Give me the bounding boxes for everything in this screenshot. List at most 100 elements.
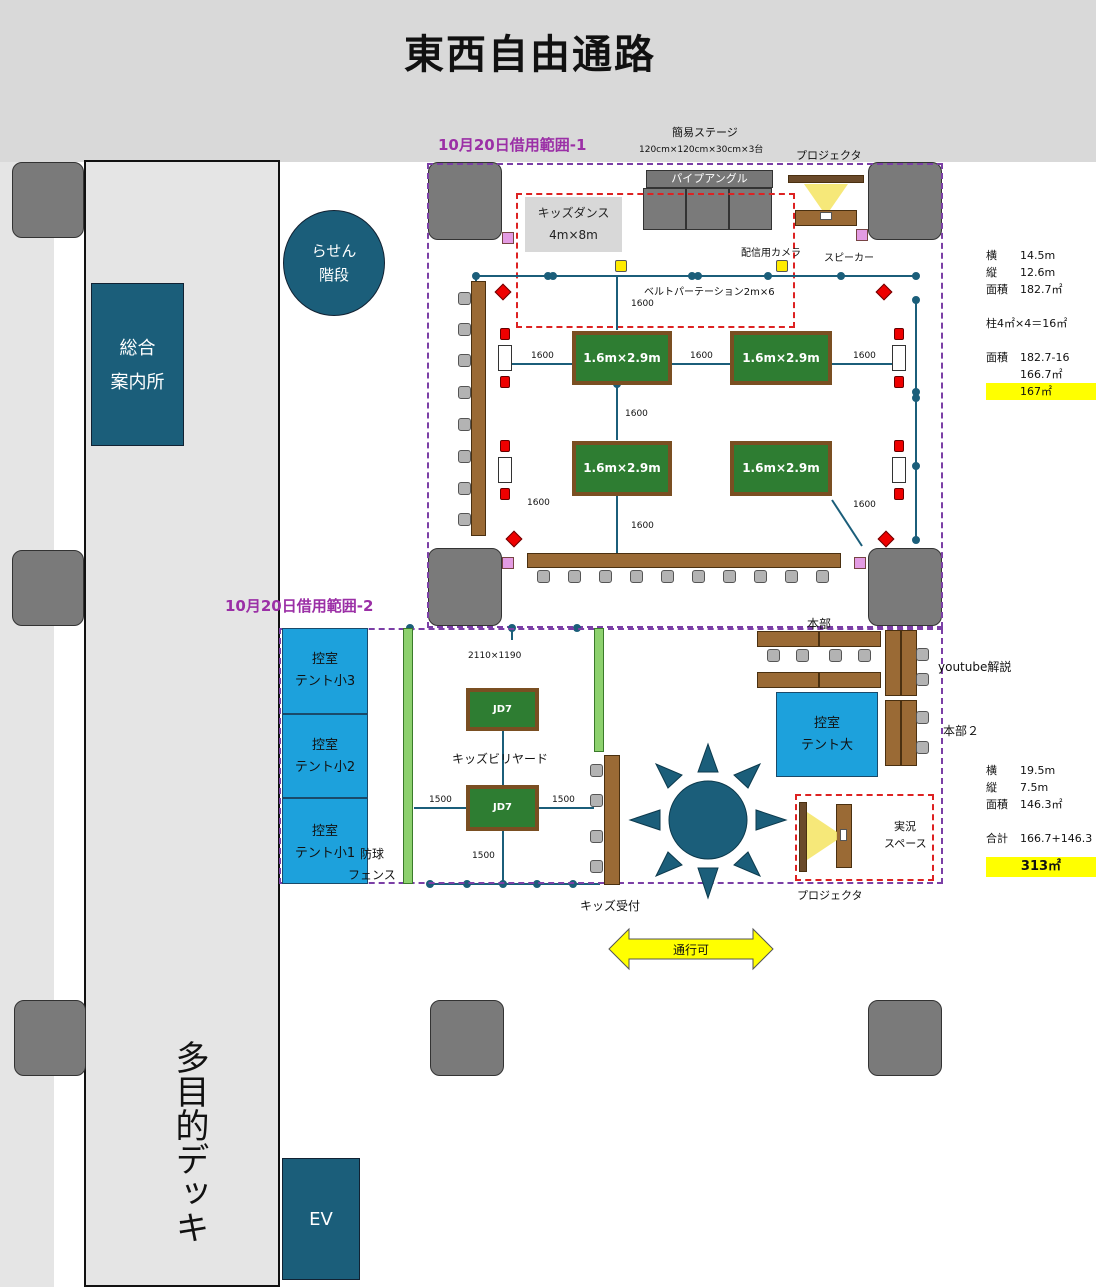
chair	[599, 570, 612, 583]
honbu-table	[757, 672, 819, 688]
chair	[590, 830, 603, 843]
pillar	[868, 162, 942, 240]
pillar	[430, 1000, 504, 1076]
chair	[458, 482, 471, 495]
tent-small-3: 控室 テント小3	[282, 628, 368, 714]
honbu-label: 本部	[807, 617, 832, 631]
kids-billiard-label: キッズビリヤード	[452, 752, 549, 766]
chair	[916, 741, 929, 754]
chair	[754, 570, 767, 583]
youtube-table	[885, 630, 901, 696]
projector-beam-bottom	[807, 812, 837, 860]
camera-marker	[776, 260, 788, 272]
game-table: 1.6m×2.9m	[730, 441, 832, 496]
player-seat	[500, 488, 510, 500]
chair	[630, 570, 643, 583]
honbu-table	[757, 631, 819, 647]
projector-bottom-label: プロジェクタ	[797, 889, 863, 902]
area2-label: 10月20日借用範囲-2	[225, 597, 374, 615]
chair	[767, 649, 780, 662]
passage-label: 通行可	[673, 943, 710, 957]
pink-marker	[854, 557, 866, 569]
dim-label: 1600	[853, 500, 876, 510]
kids-dance-title: キッズダンス	[537, 206, 610, 220]
chair	[590, 764, 603, 777]
fence-label-2: フェンス	[348, 868, 396, 882]
chair	[458, 418, 471, 431]
player-seat	[894, 328, 904, 340]
tent-small-1: 控室 テント小1	[282, 798, 368, 884]
page-title: 東西自由通路	[404, 32, 656, 78]
chair	[796, 649, 809, 662]
partition-label: ベルトパーテーション2m×6	[644, 287, 775, 298]
kids-dance-box: キッズダンス 4m×8m	[525, 197, 622, 252]
chair	[916, 711, 929, 724]
spiral-label-1: らせん	[311, 242, 357, 260]
pillar	[868, 1000, 942, 1076]
info-center: 総合 案内所	[91, 283, 184, 446]
pink-marker	[856, 229, 868, 241]
pink-marker	[502, 232, 514, 244]
stats-highlight: 313㎡	[986, 857, 1096, 877]
stage-label: 簡易ステージ	[672, 126, 738, 139]
info-label-2: 案内所	[110, 372, 165, 393]
camera-label: 配信用カメラ	[741, 248, 801, 259]
side-table	[471, 281, 486, 536]
dim-label: 1500	[552, 795, 575, 805]
player-station	[892, 457, 906, 483]
honbu2-label: 本部２	[943, 724, 980, 738]
chair	[816, 570, 829, 583]
chair	[590, 860, 603, 873]
spiral-label-2: 階段	[318, 266, 349, 284]
billiard-table: JD7	[466, 688, 539, 731]
chair	[723, 570, 736, 583]
chair	[458, 292, 471, 305]
chair	[458, 386, 471, 399]
live-space-label-1: 実況	[894, 820, 916, 833]
stats-row: 166.7㎡	[1020, 368, 1063, 381]
dim-label: 1500	[472, 851, 495, 861]
chair	[661, 570, 674, 583]
chair	[568, 570, 581, 583]
dim-label: 1500	[429, 795, 452, 805]
game-table: 1.6m×2.9m	[572, 441, 672, 496]
player-seat	[894, 376, 904, 388]
stage-block	[729, 188, 772, 230]
passage-arrow	[608, 927, 774, 971]
stage-block	[686, 188, 729, 230]
kids-dance-area	[516, 193, 795, 328]
billiard-table: JD7	[466, 785, 539, 831]
area1-label: 10月20日借用範囲-1	[438, 136, 587, 154]
youtube-table	[901, 630, 917, 696]
dim-label: 1600	[690, 351, 713, 361]
chair	[785, 570, 798, 583]
bottom-table-row	[527, 553, 841, 568]
chair	[829, 649, 842, 662]
stats-highlight: 167㎡	[986, 383, 1096, 400]
player-station	[892, 345, 906, 371]
pillar	[12, 550, 84, 626]
screen-bar	[788, 175, 864, 183]
stage-block	[643, 188, 686, 230]
chair	[537, 570, 550, 583]
tent-large: 控室 テント大	[776, 692, 878, 777]
chair	[916, 648, 929, 661]
pipe-angle-bar: パイプアングル	[646, 170, 773, 188]
speaker-label: スピーカー	[824, 253, 874, 264]
projector-top-label: プロジェクタ	[796, 149, 862, 162]
chair	[458, 450, 471, 463]
pillar	[14, 1000, 86, 1076]
honbu2-table	[885, 700, 901, 766]
chair	[692, 570, 705, 583]
player-seat	[500, 328, 510, 340]
ball-fence	[594, 628, 604, 752]
projector-icon	[840, 829, 847, 841]
